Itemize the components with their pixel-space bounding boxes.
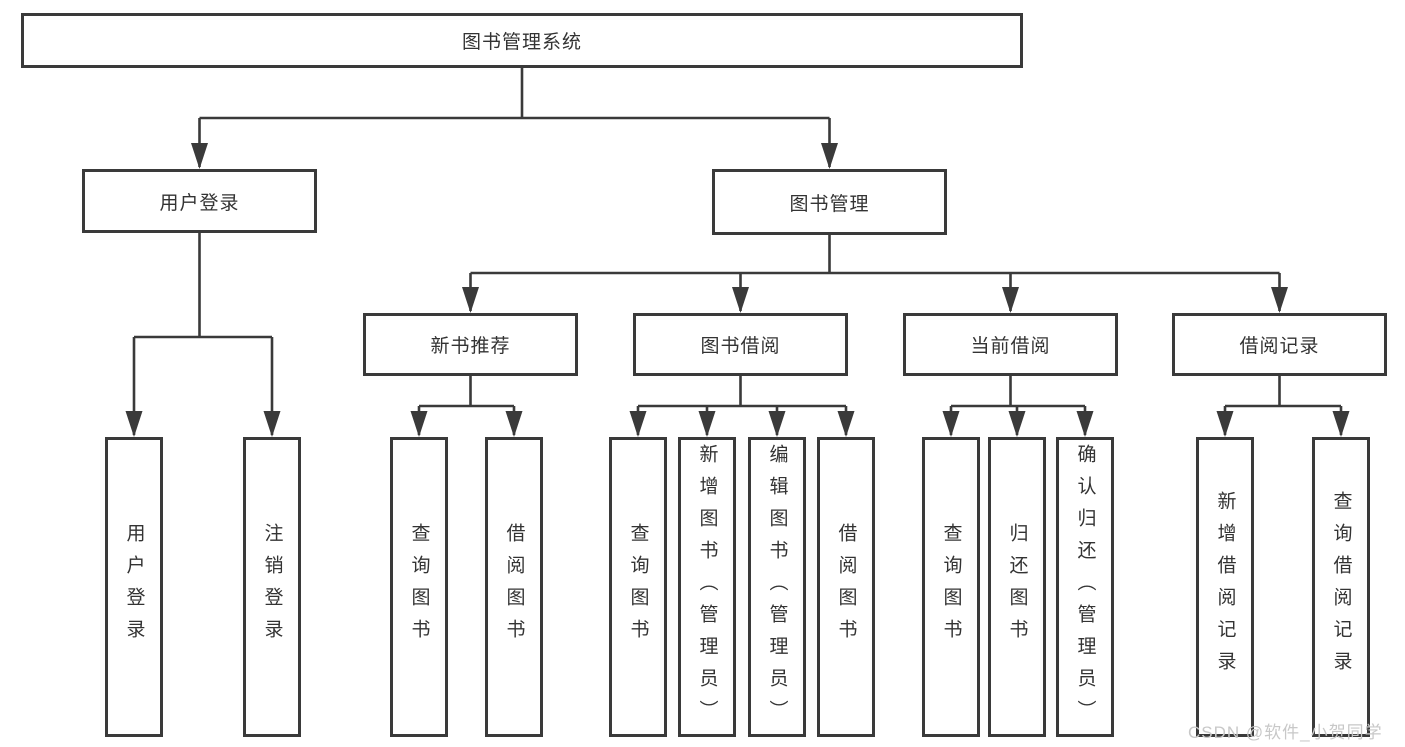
node-book-borrowing: 图书借阅 bbox=[633, 313, 848, 376]
node-user-login: 用户登录 bbox=[82, 169, 317, 233]
leaf-query-borrow-record: 查询借阅记录 bbox=[1312, 437, 1370, 737]
leaf-return-books: 归还图书 bbox=[988, 437, 1046, 737]
csdn-watermark: CSDN @软件_小贺同学 bbox=[1188, 723, 1383, 742]
leaf-query-books-borrow: 查询图书 bbox=[609, 437, 667, 737]
connector-book-borrow-subtree bbox=[636, 376, 848, 435]
leaf-borrow-books: 借阅图书 bbox=[817, 437, 875, 737]
arrowheads bbox=[125, 143, 1350, 437]
node-new-book-recommend: 新书推荐 bbox=[363, 313, 578, 376]
leaf-query-books-recommend: 查询图书 bbox=[390, 437, 448, 737]
leaf-query-books-current: 查询图书 bbox=[922, 437, 980, 737]
connector-borrow-records-subtree bbox=[1223, 376, 1343, 435]
leaf-logout: 注销登录 bbox=[243, 437, 301, 737]
connector-book-mgmt-rail bbox=[469, 235, 1281, 311]
node-borrow-records: 借阅记录 bbox=[1172, 313, 1387, 376]
connector-user-login-subtree bbox=[132, 233, 274, 435]
connector-level1-rail bbox=[198, 116, 831, 167]
connector-new-books-subtree bbox=[417, 376, 516, 435]
node-current-borrowing: 当前借阅 bbox=[903, 313, 1118, 376]
leaf-user-login: 用户登录 bbox=[105, 437, 163, 737]
leaf-add-books-admin: 新增图书（管理员） bbox=[678, 437, 736, 737]
node-book-management: 图书管理 bbox=[712, 169, 947, 235]
leaf-confirm-return-admin: 确认归还（管理员） bbox=[1056, 437, 1114, 737]
leaf-borrow-books-recommend: 借阅图书 bbox=[485, 437, 543, 737]
leaf-edit-books-admin: 编辑图书（管理员） bbox=[748, 437, 806, 737]
node-root-library-system: 图书管理系统 bbox=[21, 13, 1023, 68]
leaf-add-borrow-record: 新增借阅记录 bbox=[1196, 437, 1254, 737]
